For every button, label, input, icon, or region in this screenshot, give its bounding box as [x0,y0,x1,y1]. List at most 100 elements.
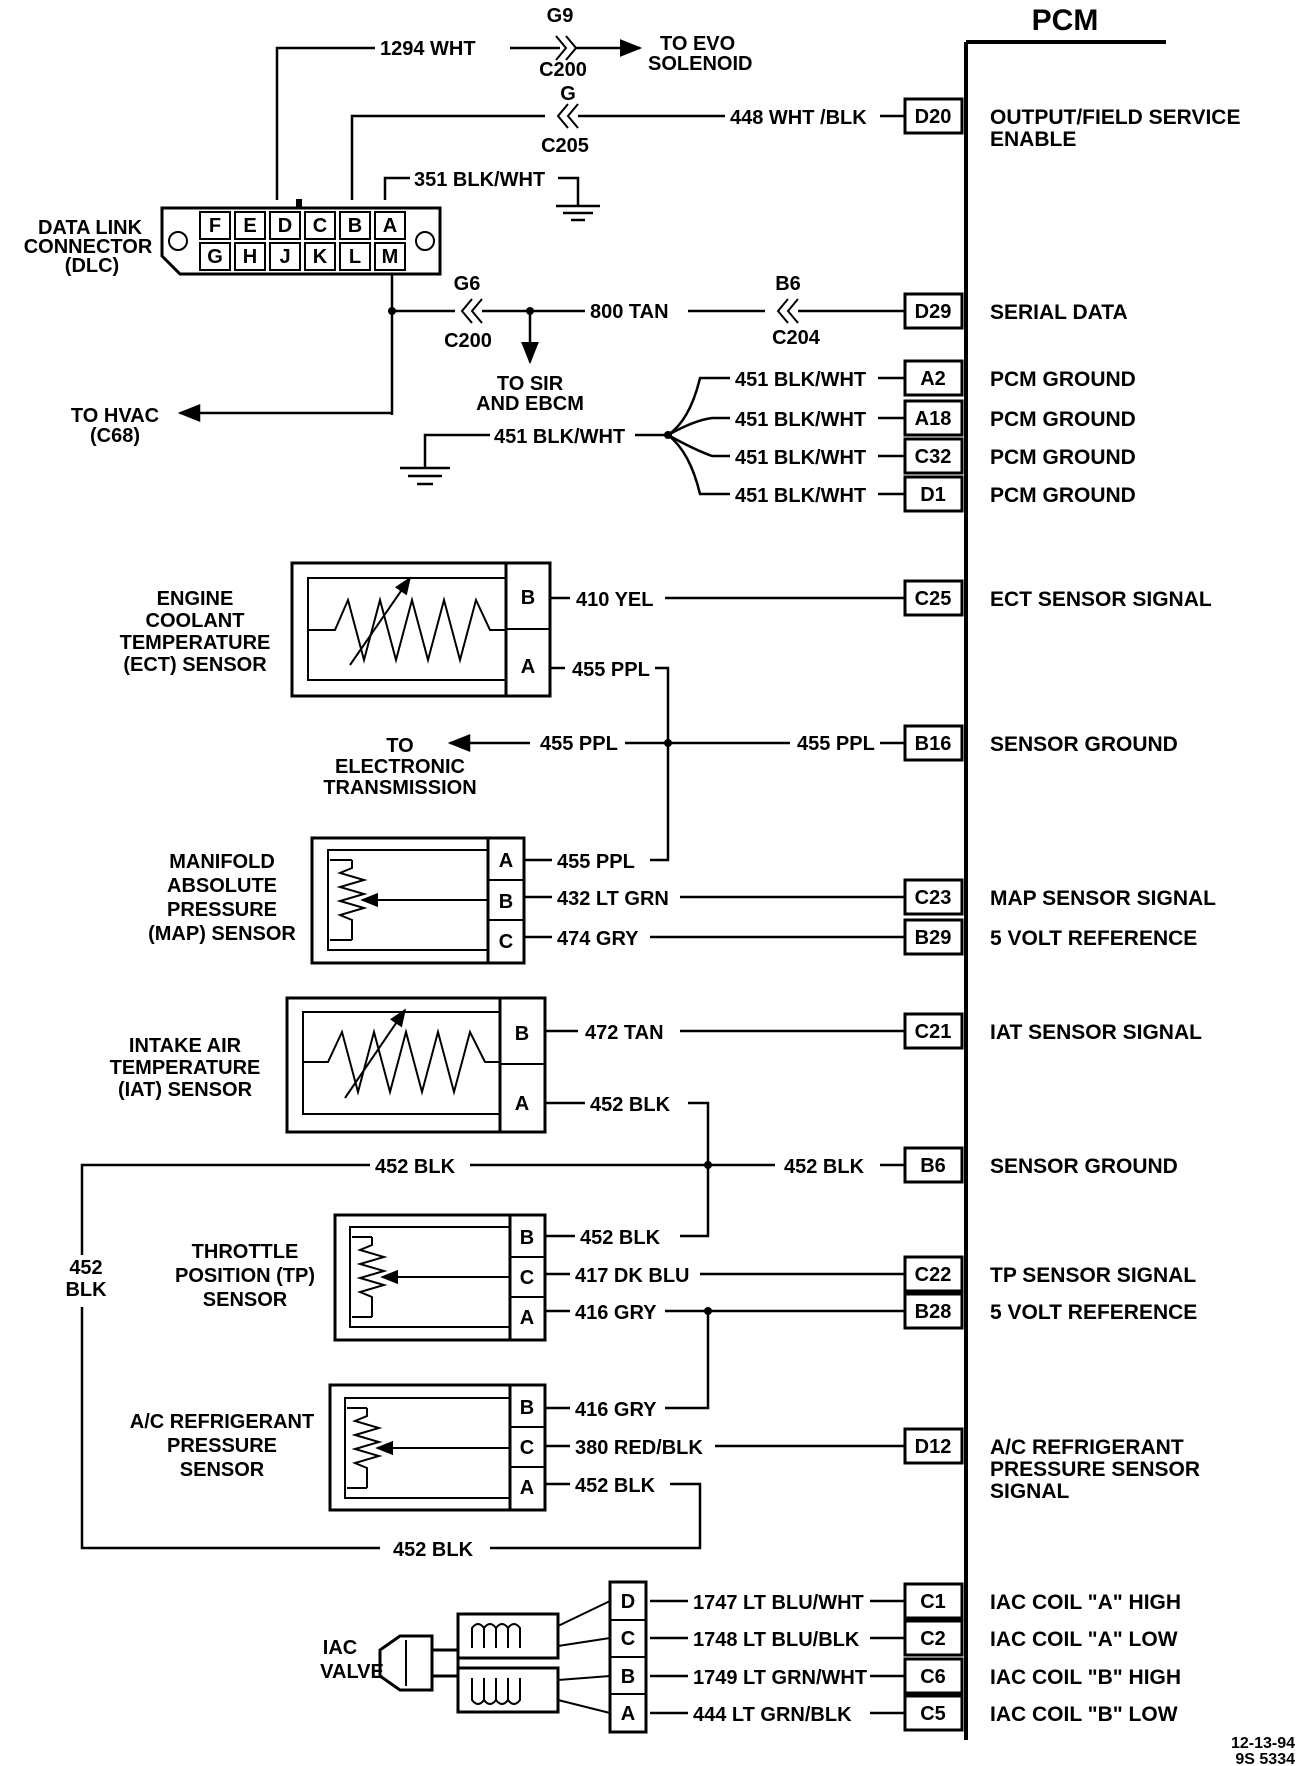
tp-label-2: POSITION (TP) [175,1265,315,1287]
wire-416a-label: 416 GRY [575,1302,657,1324]
sir-label-2: AND EBCM [476,393,584,415]
pcm-pin-description: SENSOR GROUND [990,733,1178,756]
iac-pin-d: D [621,1591,635,1613]
dlc-pin-letter: H [243,246,257,268]
iat-label-2: TEMPERATURE [110,1057,261,1079]
dlc-pin-letter: G [207,246,223,268]
ac-pin-b: B [520,1397,534,1419]
tp-pin-b: B [520,1227,534,1249]
pcm-pin-description: TP SENSOR SIGNAL [990,1264,1196,1287]
dlc-pin-cell [269,211,301,240]
dlc-pin-cell [304,242,336,271]
ect-pin-a: A [521,656,535,678]
dlc-pin-letter: J [279,246,290,268]
map-pin-c: C [499,931,513,953]
ect-sensor: B A [290,561,552,698]
sir-label-1: TO SIR [497,373,564,395]
tp-pin-c: C [520,1267,534,1289]
pcm-pin-wire-label: 451 BLK/WHT [735,369,866,391]
pcm-pin-box [903,1582,964,1620]
dlc-pin-letter: C [313,215,327,237]
dlc-pin-letter: A [383,215,397,237]
pcm-pin-id: B6 [920,1155,946,1177]
wire-452a-label: 452 BLK [590,1094,671,1116]
dlc-pin-letter: F [209,215,221,237]
iac-pin-a: A [621,1703,635,1725]
connector-g9-label: G9 [547,5,574,27]
map-label-2: ABSOLUTE [167,875,277,897]
pcm-module: PCM [964,4,1166,1740]
map-label-4: (MAP) SENSOR [148,923,296,945]
trans-label-2: ELECTRONIC [335,756,465,778]
pcm-pin-id: C22 [915,1264,952,1286]
pcm-pin-id: D29 [915,301,952,323]
pcm-pin-id: D20 [915,106,952,128]
wire-455a-label: 455 PPL [572,659,650,681]
pcm-pin-wire-label: 1747 LT BLU/WHT [693,1592,864,1614]
pcm-pin-box [903,1657,964,1695]
connector-g-symbol [556,103,579,129]
map-label-3: PRESSURE [167,899,277,921]
wire-455d-label: 455 PPL [557,851,635,873]
wire-455b-label: 455 PPL [540,733,618,755]
wire-800-label: 800 TAN [590,301,669,323]
tp-label-1: THROTTLE [192,1241,299,1263]
pcm-pin-description: IAC COIL "B" LOW [990,1703,1178,1726]
wire-455c-label: 455 PPL [797,733,875,755]
ect-pin-b: B [521,587,535,609]
pcm-title: PCM [1032,4,1099,37]
wire-417-label: 417 DK BLU [575,1265,689,1287]
pcm-pin-description: PCM GROUND [990,446,1136,469]
iac-pin-b: B [621,1666,635,1688]
pcm-pin-id: C5 [920,1703,946,1725]
ac-label-3: SENSOR [180,1459,265,1481]
pcm-pin-id: C32 [915,446,952,468]
drawing-number: 9S 5334 [1235,1751,1295,1766]
iat-label-1: INTAKE AIR [129,1035,242,1057]
pcm-pin-wire-label: 451 BLK/WHT [735,447,866,469]
drawing-date: 12-13-94 [1231,1735,1295,1752]
iac-valve: D C B A [378,1580,648,1734]
connector-b6-label: B6 [775,273,801,295]
connector-c200-label: C200 [539,59,587,81]
pcm-pin-id: B29 [915,927,952,949]
connector-g6-label: G6 [454,273,481,295]
connector-b6-symbol [776,298,799,324]
iat-pin-b: B [515,1023,529,1045]
dlc-pin-cell [234,211,266,240]
map-label-1: MANIFOLD [169,851,275,873]
ect-label-1: ENGINE [157,588,234,610]
ground-symbol-2 [400,466,450,486]
pcm-pin-id: C25 [915,588,952,610]
iac-label-2: VALVE [320,1661,384,1683]
pcm-pin-box [903,359,964,397]
pcm-pin-box [903,918,964,956]
pcm-pin-id: A2 [920,368,946,390]
pcm-pin-id: D1 [920,484,946,506]
dlc-label-3: (DLC) [65,255,119,277]
wire-451-label: 451 BLK/WHT [494,426,625,448]
dlc-pin-letter: D [278,215,292,237]
pcm-pin-description: MAP SENSOR SIGNAL [990,887,1216,910]
pcm-pin-description: SERIAL DATA [990,301,1128,324]
evo-label-2: SOLENOID [648,53,752,75]
ac-label-2: PRESSURE [167,1435,277,1457]
top-wiring: 1294 WHT G9 C200 TO EVO SOLENOID G C205 … [24,5,905,496]
pcm-pin-description: PRESSURE SENSOR [990,1458,1200,1481]
pcm-pin-box [903,475,964,513]
pcm-pin-box [903,878,964,916]
dlc-pin-letter: B [348,215,362,237]
ac-label-1: A/C REFRIGERANT [130,1411,314,1433]
map-pin-b: B [499,891,513,913]
ac-pin-c: C [520,1437,534,1459]
wire-448-label: 448 WHT /BLK [730,107,867,129]
pcm-pin-description: PCM GROUND [990,368,1136,391]
hvac-label-2: (C68) [90,425,140,447]
pcm-pin-box [903,724,964,762]
iat-label-3: (IAT) SENSOR [118,1079,253,1101]
wire-452e-label: 452 BLK [575,1475,656,1497]
wire-416b-label: 416 GRY [575,1399,657,1421]
pcm-pin-description: PCM GROUND [990,408,1136,431]
wire-452c-label: 452 BLK [784,1156,865,1178]
